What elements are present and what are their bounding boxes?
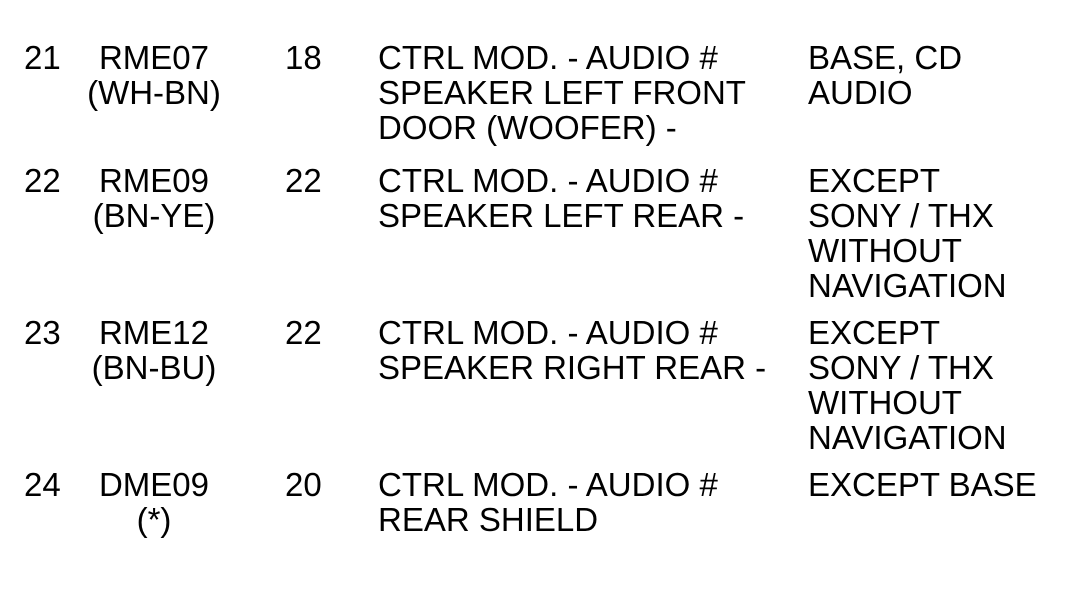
pin-number-cell: 22 [24, 162, 61, 199]
description-cell: CTRL MOD. - AUDIO # SPEAKER RIGHT REAR - [378, 314, 767, 386]
description-cell: CTRL MOD. - AUDIO # SPEAKER LEFT FRONT D… [378, 39, 746, 146]
table-row: 24 DME09 (*) 20 CTRL MOD. - AUDIO # REAR… [24, 467, 1078, 537]
circuit-code-cell: RME07 (WH-BN) [87, 39, 221, 111]
table-row: 22 RME09 (BN-YE) 22 CTRL MOD. - AUDIO # … [24, 163, 1078, 303]
pin-number-cell: 21 [24, 39, 61, 76]
application-cell: BASE, CD AUDIO [808, 39, 963, 111]
application-cell: EXCEPT SONY / THX WITHOUT NAVIGATION [808, 162, 1007, 304]
circuit-code-cell: RME12 (BN-BU) [91, 314, 217, 386]
circuit-code-cell: DME09 (*) [98, 466, 210, 538]
pin-number-cell: 24 [24, 466, 61, 503]
pin-number-cell: 23 [24, 314, 61, 351]
description-cell: CTRL MOD. - AUDIO # SPEAKER LEFT REAR - [378, 162, 745, 234]
application-cell: EXCEPT BASE [808, 466, 1037, 503]
wire-gauge-cell: 20 [285, 466, 322, 503]
wire-gauge-cell: 22 [285, 314, 322, 351]
table-row: 21 RME07 (WH-BN) 18 CTRL MOD. - AUDIO # … [24, 40, 1078, 145]
table-row: 23 RME12 (BN-BU) 22 CTRL MOD. - AUDIO # … [24, 315, 1078, 455]
wire-gauge-cell: 18 [285, 39, 322, 76]
wire-gauge-cell: 22 [285, 162, 322, 199]
description-cell: CTRL MOD. - AUDIO # REAR SHIELD [378, 466, 718, 538]
circuit-code-cell: RME09 (BN-YE) [92, 162, 216, 234]
application-cell: EXCEPT SONY / THX WITHOUT NAVIGATION [808, 314, 1007, 456]
